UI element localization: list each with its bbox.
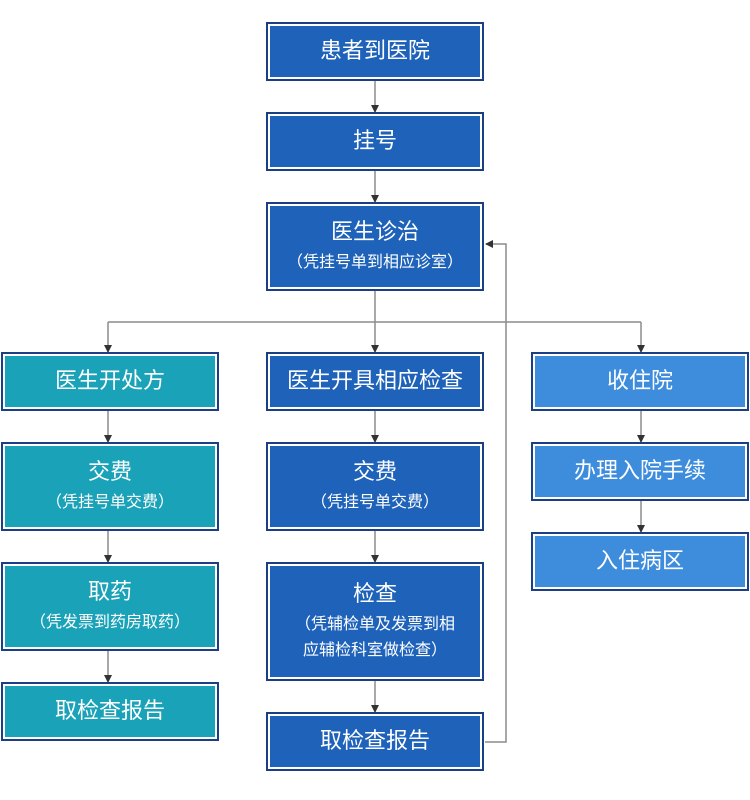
node-enter-ward: 入住病区 <box>531 532 749 591</box>
node-exam-order: 医生开具相应检查 <box>266 352 484 411</box>
node-note-line1: （凭辅检单及发票到相 <box>294 613 455 633</box>
node-admission: 收住院 <box>531 352 749 411</box>
node-title: 交费 <box>352 459 397 485</box>
node-title: 办理入院手续 <box>573 458 706 484</box>
node-note: （凭挂号单交费） <box>310 491 439 511</box>
node-title: 取检查报告 <box>319 728 430 754</box>
node-title: 取药 <box>87 579 132 605</box>
node-note: （凭挂号单交费） <box>45 491 174 511</box>
node-payment-left: 交费 （凭挂号单交费） <box>1 442 219 531</box>
node-title: 医生诊治 <box>330 219 419 245</box>
node-note: （凭发票到药房取药） <box>29 611 190 631</box>
node-registration: 挂号 <box>266 112 484 171</box>
node-title: 收住院 <box>606 368 673 394</box>
node-get-report-left: 取检查报告 <box>1 682 219 741</box>
node-prescription: 医生开处方 <box>1 352 219 411</box>
node-title: 挂号 <box>352 128 397 154</box>
node-examination: 检查 （凭辅检单及发票到相 应辅检科室做检查） <box>266 562 484 681</box>
node-title: 医生开处方 <box>54 368 165 394</box>
node-title: 交费 <box>87 459 132 485</box>
node-title: 取检查报告 <box>54 698 165 724</box>
node-get-medicine: 取药 （凭发票到药房取药） <box>1 562 219 651</box>
node-title: 入住病区 <box>595 548 684 574</box>
node-note-line2: 应辅检科室做检查） <box>302 639 447 659</box>
node-title: 检查 <box>352 581 397 607</box>
node-title: 医生开具相应检查 <box>286 368 463 394</box>
node-get-report-middle: 取检查报告 <box>266 712 484 771</box>
node-note: （凭挂号单到相应诊室） <box>286 251 463 271</box>
node-patient-arrives: 患者到医院 <box>266 22 484 81</box>
node-payment-middle: 交费 （凭挂号单交费） <box>266 442 484 531</box>
return-loop-report-to-diagnose <box>485 240 507 743</box>
node-doctor-diagnosis: 医生诊治 （凭挂号单到相应诊室） <box>266 202 484 291</box>
node-admission-procedures: 办理入院手续 <box>531 442 749 501</box>
node-title: 患者到医院 <box>319 38 430 64</box>
